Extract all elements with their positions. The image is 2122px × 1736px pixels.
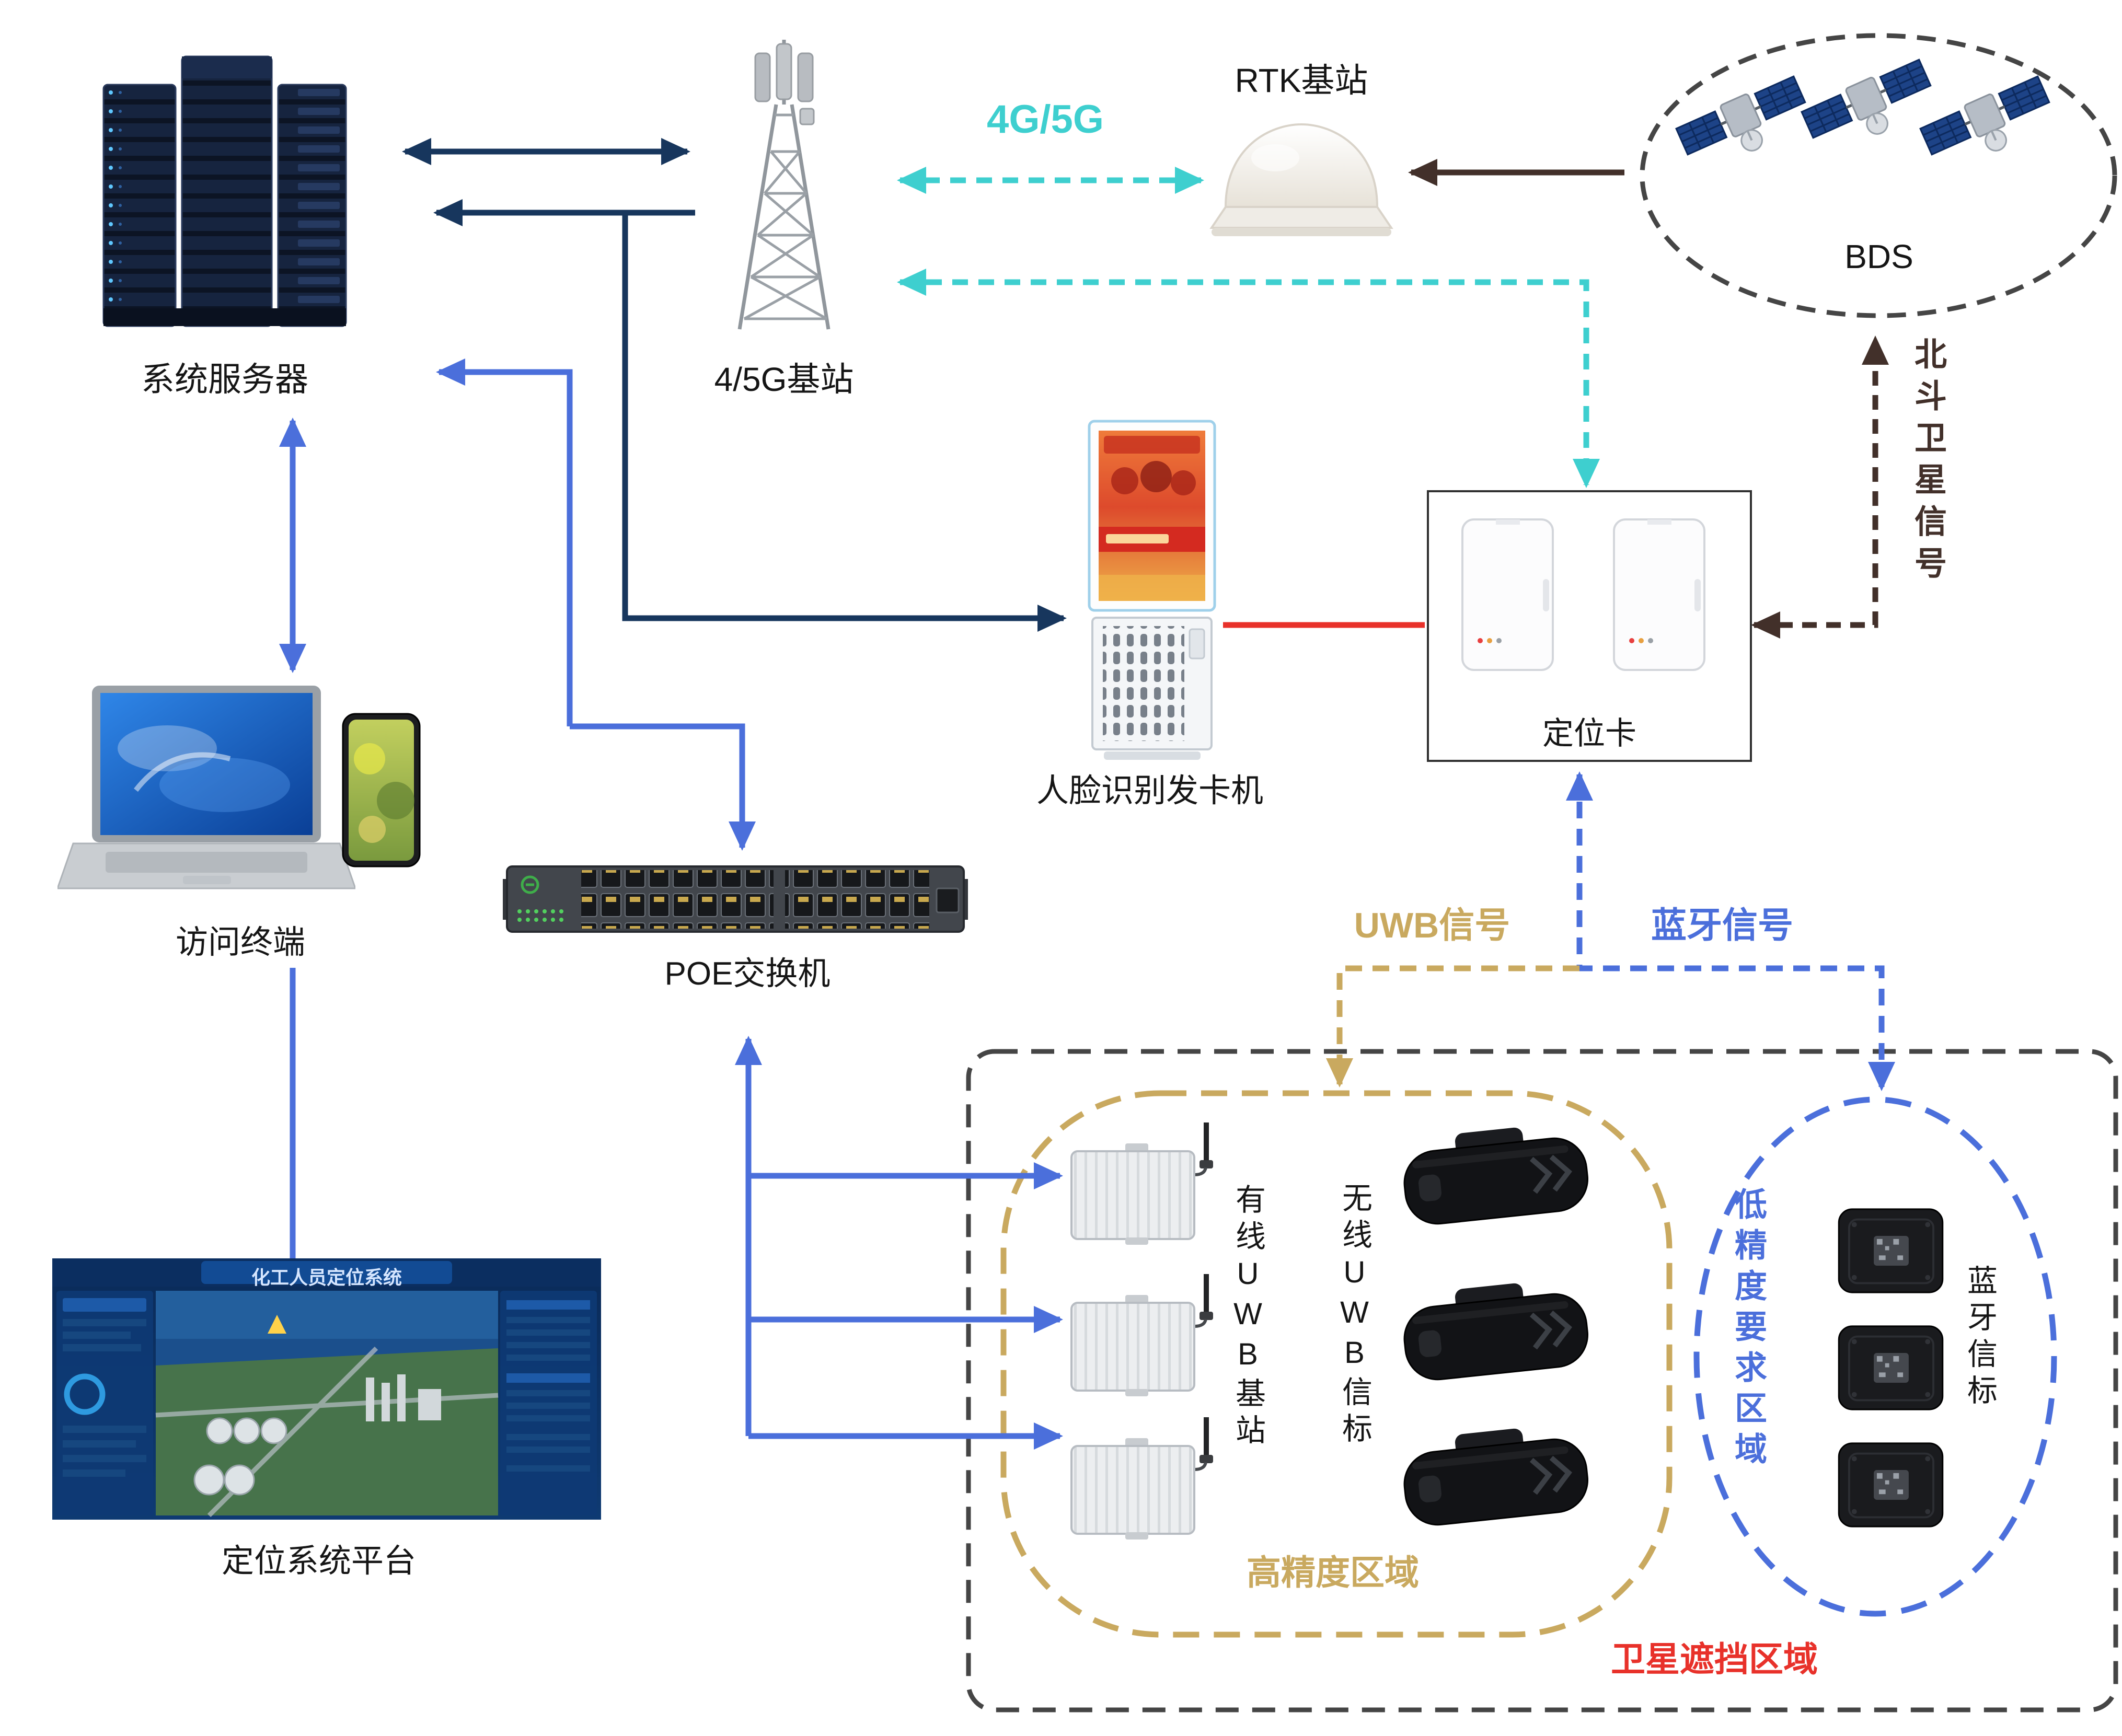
phone-icon — [341, 712, 422, 869]
uwb-signal-label: UWB信号 — [1354, 906, 1510, 945]
platform-screen — [52, 1258, 601, 1520]
link-bds — [1408, 159, 1889, 639]
uwb-station — [1064, 1417, 1226, 1540]
satellite-blocked-label: 卫星遮挡区域 — [1611, 1640, 1818, 1679]
locator-card-box: 定位卡 — [1427, 490, 1752, 762]
bluetooth-beacon-label: 蓝牙信标 — [1963, 1265, 1997, 1411]
locator-card-label: 定位卡 — [1542, 716, 1636, 751]
laptop-icon — [57, 686, 355, 905]
locator-card — [1611, 516, 1708, 673]
low-precision-label: 低精度要求区域 — [1729, 1187, 1766, 1473]
kiosk-label: 人脸识别发卡机 — [1036, 773, 1263, 809]
uwb-station — [1064, 1274, 1226, 1397]
server-device — [99, 47, 350, 350]
poe-label: POE交换机 — [664, 956, 831, 992]
link-uwb-signal — [1326, 965, 1579, 1087]
bluetooth-beacon — [1836, 1206, 1946, 1296]
locator-card — [1459, 516, 1556, 673]
platform-label: 定位系统平台 — [221, 1543, 416, 1579]
beidou-signal-label: 北斗卫星信号 — [1909, 337, 1945, 588]
bds-ellipse — [1640, 33, 2117, 318]
link-bluetooth-signal — [1566, 771, 1895, 1091]
server-label: 系统服务器 — [141, 361, 308, 398]
high-precision-label: 高精度区域 — [1247, 1553, 1419, 1592]
link-blue-group — [279, 358, 1063, 1450]
link-4g5g — [897, 167, 1600, 488]
bds-label: BDS — [1844, 238, 1913, 275]
wireless-uwb-label: 无线UWB信标 — [1337, 1182, 1371, 1449]
terminal-label: 访问终端 — [175, 924, 305, 960]
zone-high-precision — [1000, 1090, 1673, 1638]
zone-low-precision — [1693, 1096, 2057, 1617]
bluetooth-signal-label: 蓝牙信号 — [1651, 906, 1793, 945]
bluetooth-beacon — [1836, 1440, 1946, 1530]
platform-screen-title: 化工人员定位系统 — [251, 1267, 402, 1288]
bluetooth-beacon — [1836, 1323, 1946, 1413]
uwb-beacon — [1391, 1114, 1600, 1246]
uwb-beacon — [1391, 1415, 1600, 1547]
zone-satellite-blocked — [966, 1049, 2118, 1712]
kiosk-device — [1083, 418, 1221, 763]
uwb-station — [1064, 1122, 1226, 1245]
wired-uwb-label: 有线UWB基站 — [1231, 1184, 1265, 1451]
cell-tower-device — [672, 37, 896, 345]
base-station-label: 4/5G基站 — [714, 361, 854, 398]
signal-4g5g-label: 4G/5G — [987, 97, 1104, 142]
rtk-label: RTK基站 — [1235, 62, 1368, 99]
uwb-beacon — [1391, 1269, 1600, 1402]
link-server-tower — [402, 138, 1067, 632]
poe-switch-device — [503, 861, 968, 937]
rtk-dome-device — [1197, 110, 1406, 246]
